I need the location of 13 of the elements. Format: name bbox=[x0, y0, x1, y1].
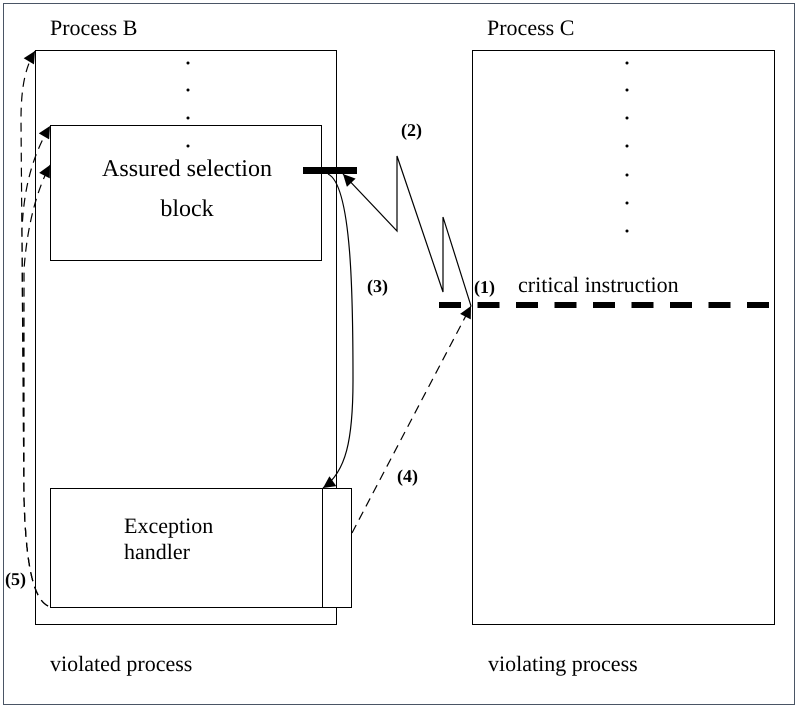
node-text: critical instruction bbox=[518, 271, 679, 299]
process-caption: violated process bbox=[50, 650, 192, 678]
column-heading: Process C bbox=[487, 14, 574, 42]
column-heading: Process B bbox=[50, 14, 138, 42]
arrow bbox=[322, 174, 354, 488]
bar-marker bbox=[303, 167, 357, 174]
arrow bbox=[342, 155, 472, 306]
point-label: (1) bbox=[474, 276, 495, 298]
node-text: Exception handler bbox=[124, 513, 214, 565]
node-text: Assured selection block bbox=[101, 155, 273, 224]
block-box bbox=[50, 125, 322, 261]
dashed-arrow bbox=[351, 306, 472, 534]
process-caption: violating process bbox=[488, 650, 638, 678]
